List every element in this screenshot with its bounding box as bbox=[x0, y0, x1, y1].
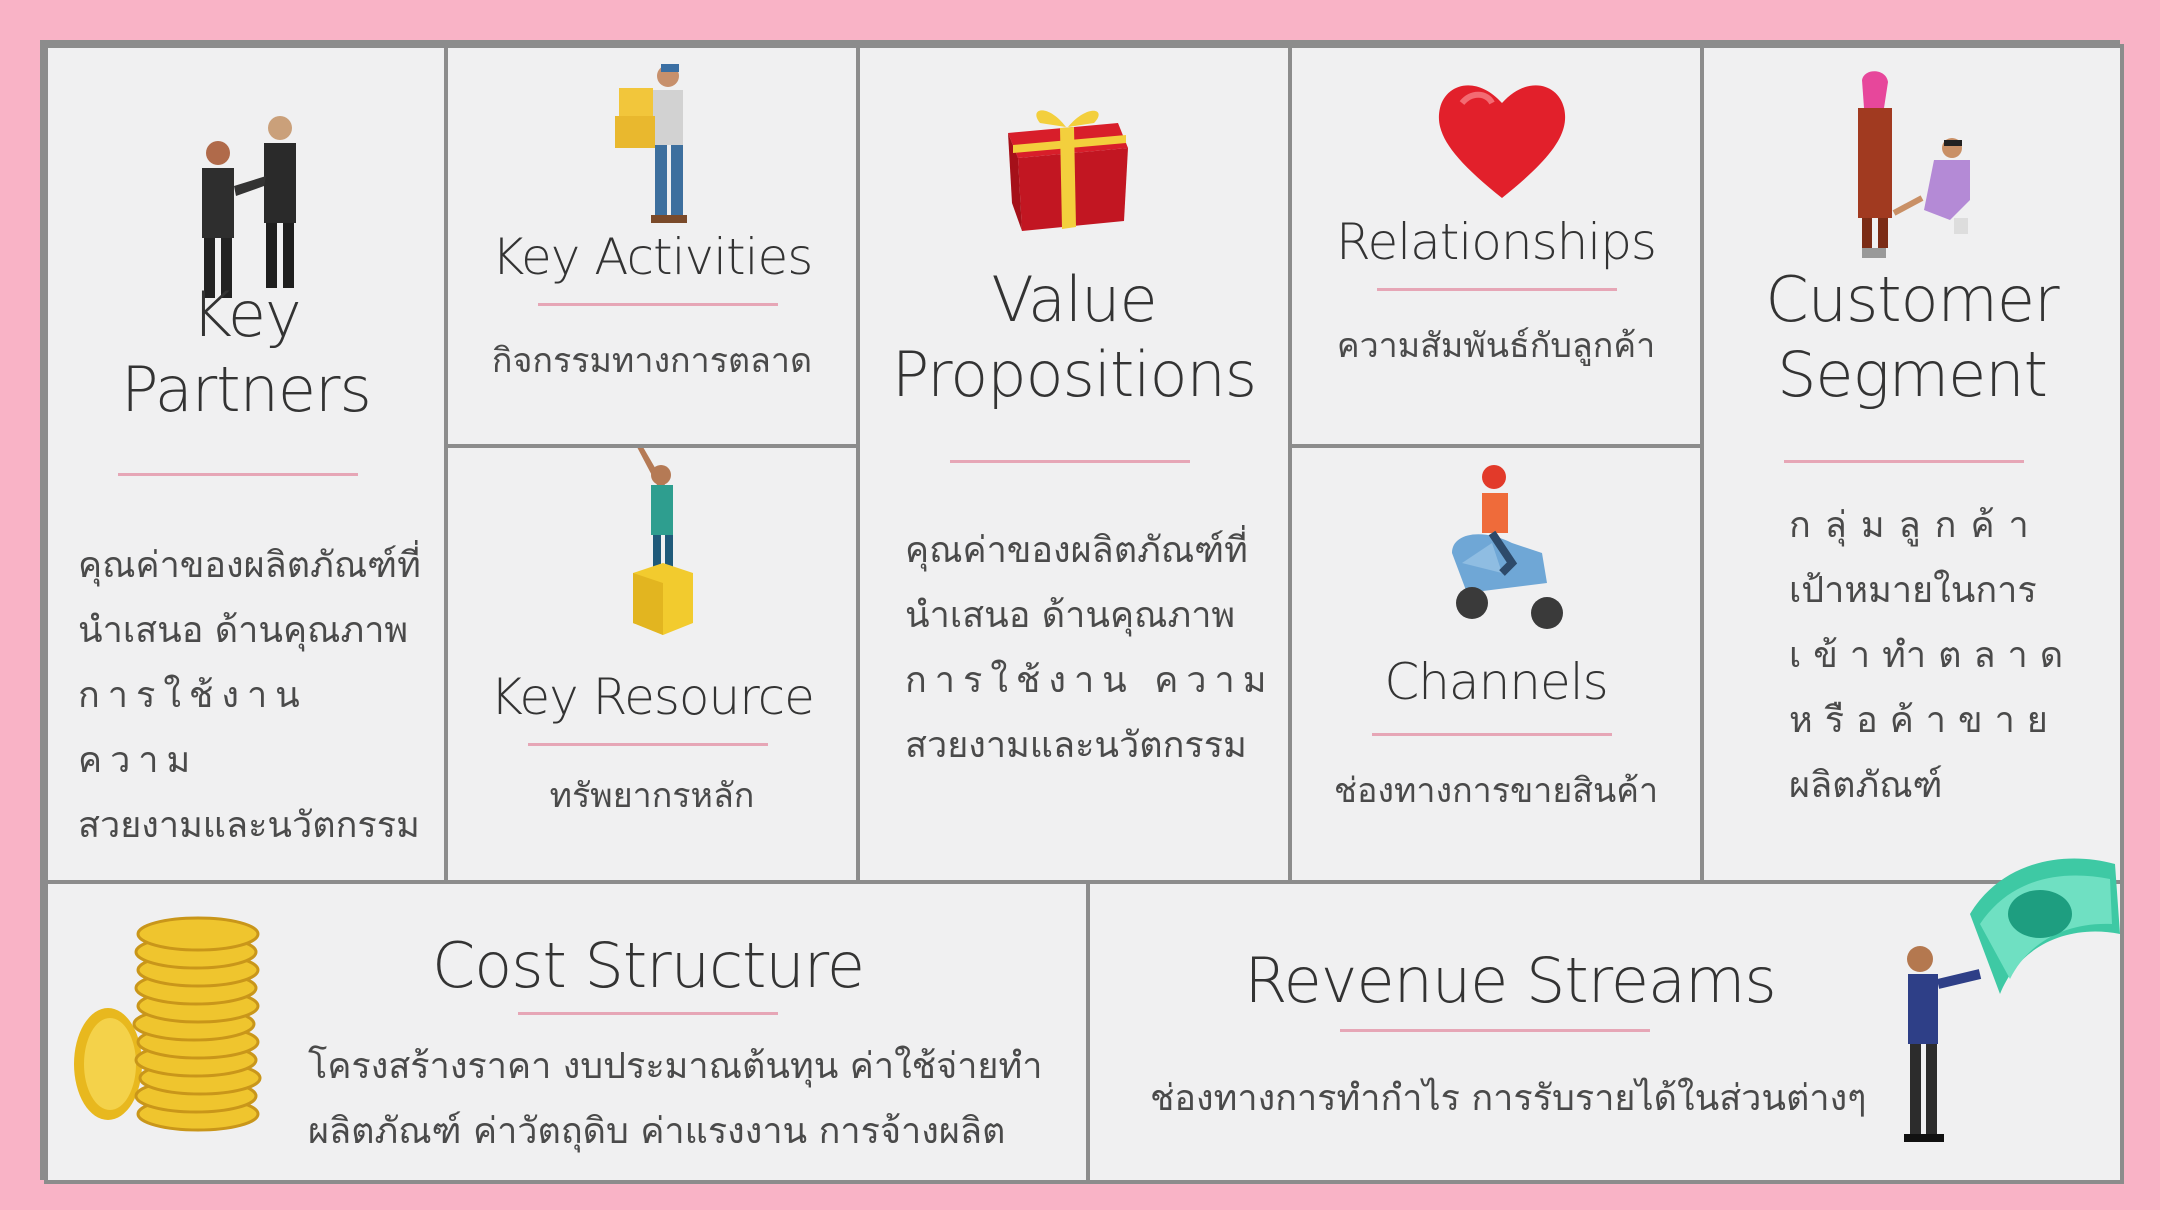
relationships-divider bbox=[1377, 288, 1617, 291]
worker-carrying-boxes-icon bbox=[615, 64, 687, 223]
key-activities-title: Key Activities bbox=[491, 228, 814, 286]
cost-structure-desc-line: ผลิตภัณฑ์ ค่าวัตถุดิบ ค่าแรงงาน การจ้างผ… bbox=[308, 1111, 1006, 1152]
relationships-desc: ความสัมพันธ์กับลูกค้า bbox=[1336, 326, 1656, 366]
key-activities-cell: Key Activities กิจกรรมทางการตลาด bbox=[444, 44, 860, 448]
revenue-streams-cell: Revenue Streams ช่องทางการทำกำไร การรับร… bbox=[1086, 858, 2124, 1184]
customer-segment-desc-line: หรือค้าขาย bbox=[1789, 700, 2060, 741]
key-resource-title: Key Resource bbox=[490, 668, 815, 726]
cost-structure-title: Cost Structure bbox=[432, 929, 865, 1002]
key-partners-title-line2: Partners bbox=[121, 353, 372, 426]
key-partners-desc-line: นำเสนอ ด้านคุณภาพ bbox=[78, 610, 409, 651]
relationships-title: Relationships bbox=[1336, 213, 1657, 271]
handshake-icon bbox=[202, 116, 296, 298]
value-propositions-desc-line: คุณค่าของผลิตภัณฑ์ที่ bbox=[905, 530, 1248, 571]
trophy-on-pedestal-icon bbox=[633, 448, 693, 635]
key-resource-cell: Key Resource ทรัพยากรหลัก bbox=[444, 444, 860, 884]
key-partners-desc-line: คุณค่าของผลิตภัณฑ์ที่ bbox=[78, 545, 421, 586]
customer-segment-desc-line: ผลิตภัณฑ์ bbox=[1789, 765, 1943, 806]
customer-service-icon bbox=[1858, 71, 1970, 258]
coin-stack-icon bbox=[74, 916, 262, 1132]
key-activities-desc: กิจกรรมทางการตลาด bbox=[491, 341, 813, 381]
key-activities-divider bbox=[538, 303, 778, 306]
value-propositions-desc-line: การใช้งาน ความ bbox=[905, 660, 1275, 701]
heart-icon bbox=[1438, 85, 1566, 198]
business-model-canvas: Key Partners คุณค่าของผลิตภัณฑ์ที่ นำเสน… bbox=[40, 40, 2124, 1184]
cost-structure-desc: โครงสร้างราคา งบประมาณต้นทุน ค่าใช้จ่ายท… bbox=[308, 1034, 1042, 1164]
relationships-cell: Relationships ความสัมพันธ์กับลูกค้า bbox=[1288, 44, 1704, 448]
channels-cell: Channels ช่องทางการขายสินค้า bbox=[1288, 444, 1704, 884]
cost-structure-divider bbox=[518, 1012, 778, 1015]
key-partners-desc-line: การใช้งาน ความ bbox=[78, 675, 308, 781]
scooter-delivery-icon bbox=[1452, 465, 1563, 629]
key-resource-desc: ทรัพยากรหลัก bbox=[549, 776, 755, 816]
value-propositions-divider bbox=[950, 460, 1190, 463]
person-with-money-icon bbox=[1904, 858, 2120, 1142]
value-propositions-cell: Value Propositions คุณค่าของผลิตภัณฑ์ที่… bbox=[856, 44, 1292, 884]
cost-structure-desc-line: โครงสร้างราคา งบประมาณต้นทุน ค่าใช้จ่ายท… bbox=[308, 1046, 1043, 1087]
key-partners-divider bbox=[118, 473, 358, 476]
value-propositions-desc-line: นำเสนอ ด้านคุณภาพ bbox=[905, 595, 1236, 636]
customer-segment-divider bbox=[1784, 460, 2024, 463]
customer-segment-title-line2: Segment bbox=[1777, 338, 2048, 411]
key-partners-cell: Key Partners คุณค่าของผลิตภัณฑ์ที่ นำเสน… bbox=[44, 44, 448, 884]
customer-segment-desc-line: กลุ่มลูกค้า bbox=[1789, 505, 2043, 546]
customer-segment-cell: Customer Segment กลุ่มลูกค้า เป้าหมายในก… bbox=[1700, 44, 2124, 884]
key-partners-desc: คุณค่าของผลิตภัณฑ์ที่ นำเสนอ ด้านคุณภาพ … bbox=[78, 533, 444, 858]
customer-segment-title-line1: Customer bbox=[1765, 263, 2059, 336]
channels-title: Channels bbox=[1384, 653, 1608, 711]
cost-structure-cell: Cost Structure โครงสร้างราคา งบประมาณต้น… bbox=[44, 880, 1090, 1184]
value-propositions-title-line1: Value bbox=[991, 263, 1157, 336]
value-propositions-desc-line: สวยงามและนวัตกรรม bbox=[905, 725, 1247, 766]
customer-segment-desc: กลุ่มลูกค้า เป้าหมายในการ เข้าทำตลาด หรื… bbox=[1789, 493, 2075, 818]
key-partners-title-line1: Key bbox=[191, 278, 301, 351]
customer-segment-desc-line: เป้าหมายในการ bbox=[1789, 570, 2037, 611]
revenue-streams-desc: ช่องทางการทำกำไร การรับรายได้ในส่วนต่างๆ bbox=[1150, 1078, 1867, 1119]
gift-box-icon bbox=[1008, 110, 1128, 231]
value-propositions-desc: คุณค่าของผลิตภัณฑ์ที่ นำเสนอ ด้านคุณภาพ … bbox=[905, 518, 1274, 778]
channels-desc: ช่องทางการขายสินค้า bbox=[1333, 771, 1659, 811]
value-propositions-title-line2: Propositions bbox=[891, 338, 1257, 411]
channels-divider bbox=[1372, 733, 1612, 736]
key-resource-divider bbox=[528, 743, 768, 746]
revenue-streams-title: Revenue Streams bbox=[1244, 944, 1776, 1017]
key-partners-desc-line: สวยงามและนวัตกรรม bbox=[78, 805, 420, 846]
revenue-streams-divider bbox=[1340, 1029, 1650, 1032]
customer-segment-desc-line: เข้าทำตลาด bbox=[1789, 635, 2076, 676]
